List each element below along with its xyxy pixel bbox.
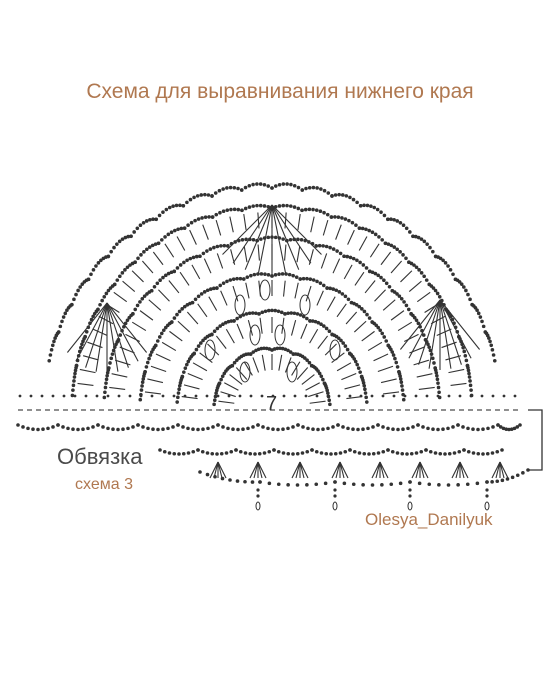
edging-scheme-label: схема 3 xyxy=(75,476,133,493)
chain-stitches xyxy=(16,182,530,498)
picot-loops xyxy=(204,279,490,511)
row-number: 7 xyxy=(266,393,277,415)
edging-label: Обвязка xyxy=(57,444,143,469)
stitch-strokes xyxy=(18,204,518,479)
diagram-title: Схема для выравнивания нижнего края xyxy=(86,80,474,103)
edging-bracket xyxy=(528,409,543,471)
author-signature: Olesya_Danilyuk xyxy=(365,510,493,529)
